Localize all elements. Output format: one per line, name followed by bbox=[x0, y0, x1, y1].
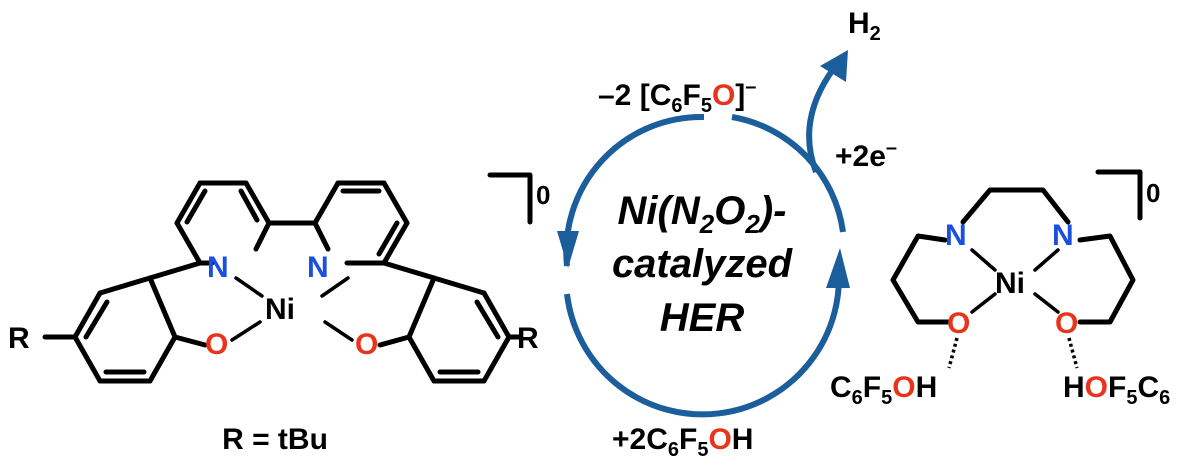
right-o-atom-1: O bbox=[947, 307, 970, 340]
right-ni-bonds bbox=[970, 248, 1060, 314]
left-r-group-1: R bbox=[8, 322, 30, 355]
cycle-title-line1: Ni(N2O2)- bbox=[618, 189, 787, 239]
right-n-atom-1: N bbox=[945, 219, 967, 252]
left-hbond-donor-label: C6F5OH bbox=[830, 371, 937, 409]
cycle-arc-bottom-right bbox=[564, 261, 842, 418]
arrowhead-right bbox=[826, 248, 850, 288]
right-phenol-ring bbox=[377, 260, 523, 384]
right-n-atom-2: N bbox=[1052, 219, 1074, 252]
right-propylene-chain bbox=[1077, 233, 1136, 325]
right-complex bbox=[890, 169, 1143, 325]
right-charge-bracket bbox=[1095, 169, 1143, 221]
left-o-atom-2: O bbox=[355, 328, 378, 361]
left-propylene-chain bbox=[890, 233, 951, 325]
left-phenol-ring bbox=[42, 260, 208, 384]
left-o-atom-1: O bbox=[205, 328, 228, 361]
cycle-labels: H2 –2 [C6F5O]– +2e– +2C6F5OH bbox=[598, 7, 897, 461]
ethylene-bridge bbox=[960, 187, 1071, 225]
right-ni-atom: Ni bbox=[995, 267, 1025, 300]
left-charge-bracket bbox=[487, 172, 533, 225]
right-hbond-donor-label: HOF5C6 bbox=[1063, 371, 1170, 409]
left-n-atom-2: N bbox=[307, 251, 329, 284]
right-charge-label: 0 bbox=[1146, 178, 1160, 208]
electron-addition-label: +2e– bbox=[835, 137, 897, 173]
hydrogen-bonds bbox=[947, 337, 1079, 369]
cycle-title: Ni(N2O2)- catalyzed HER bbox=[612, 189, 794, 340]
left-pyridine-ring bbox=[174, 180, 272, 266]
cycle-arrowheads bbox=[557, 50, 850, 288]
cycle-arc-top-right bbox=[731, 114, 846, 233]
arrowhead-left bbox=[557, 231, 579, 268]
h2-release-arrow-shaft bbox=[806, 66, 837, 174]
right-o-atom-2: O bbox=[1055, 307, 1078, 340]
r-group-caption: R = tBu bbox=[222, 423, 328, 456]
arrowhead-h2 bbox=[820, 50, 848, 82]
left-ni-bonds bbox=[230, 276, 354, 342]
right-pyridine-ring bbox=[266, 180, 410, 266]
left-n-atom-1: N bbox=[207, 251, 229, 284]
right-complex-labels: N N Ni O O 0 C6F5OH HOF5C6 bbox=[830, 178, 1170, 409]
cycle-title-line3: HER bbox=[660, 296, 745, 340]
pentafluorophenol-addition-label: +2C6F5OH bbox=[612, 423, 753, 461]
left-charge-label: 0 bbox=[536, 180, 550, 210]
left-r-group-2: R bbox=[517, 322, 539, 355]
pentafluorophenoxide-release-label: –2 [C6F5O]– bbox=[598, 76, 756, 117]
left-complex-labels: N N Ni O O R R 0 R = tBu bbox=[8, 180, 550, 456]
left-complex bbox=[42, 172, 533, 384]
left-ni-atom: Ni bbox=[265, 293, 295, 326]
cycle-title-line2: catalyzed bbox=[612, 242, 794, 286]
h2-product-label: H2 bbox=[848, 7, 881, 45]
